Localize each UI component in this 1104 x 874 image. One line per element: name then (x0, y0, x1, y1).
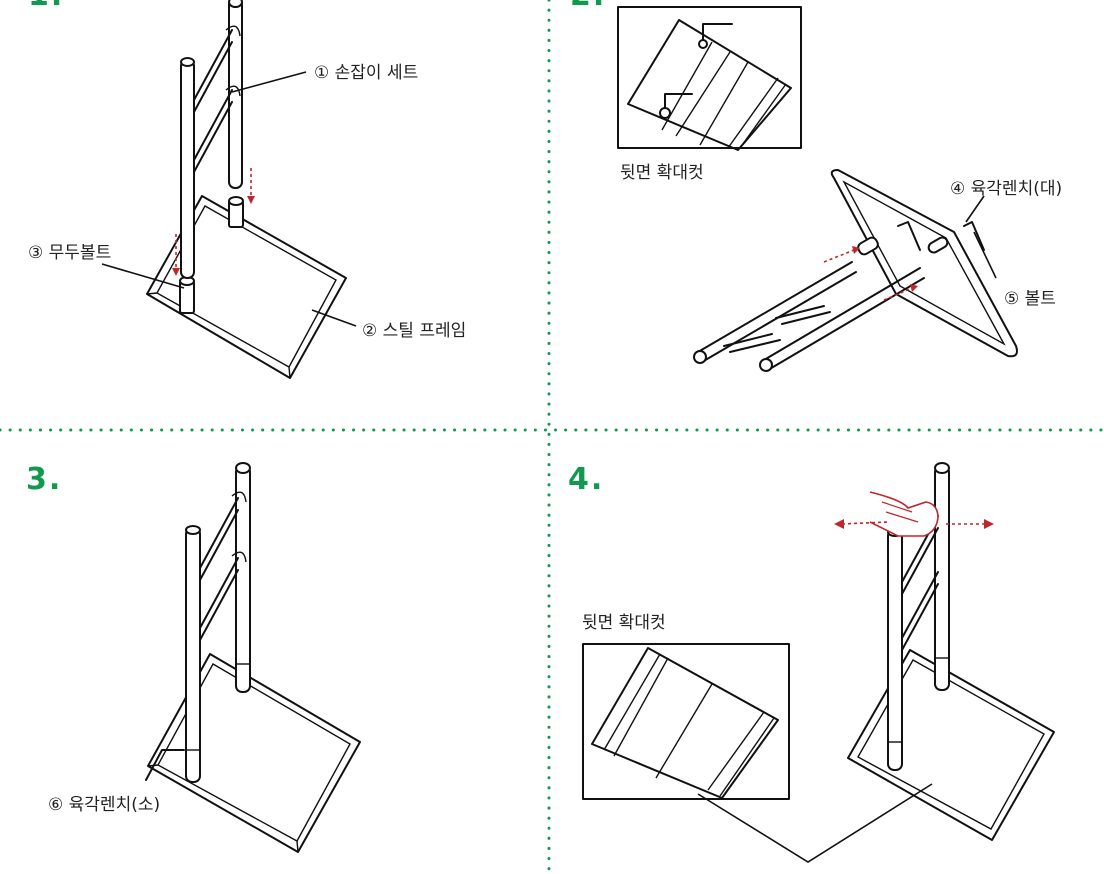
label-bolt: ⑤ 볼트 (1004, 289, 1056, 309)
step-3-panel: 3. ⑥ 육각렌치(소) (0, 432, 548, 874)
label-back-zoom: 뒷면 확대컷 (620, 163, 704, 183)
insert-arrows (172, 168, 255, 276)
step-number: 1. (28, 0, 64, 13)
step-1-panel: 1. (0, 0, 548, 428)
step-2-illustration (617, 6, 1018, 372)
step-4-panel: 4. (552, 432, 1104, 874)
label-back-zoom: 뒷면 확대컷 (582, 613, 666, 633)
leader-zoom-to-stand (697, 783, 933, 863)
step-number: 3. (26, 462, 63, 497)
handle-set-drawing (180, 0, 243, 279)
leader-handle-set (231, 71, 307, 93)
inverted-frame-drawing (693, 169, 1018, 372)
back-zoom-inset (582, 643, 790, 800)
hand-icon (869, 491, 939, 537)
step-number: 4. (568, 462, 605, 497)
steel-frame-drawing (146, 195, 347, 379)
pull-arrows (834, 519, 994, 529)
step-4-illustration (582, 462, 1055, 863)
leader-headless-bolt (101, 263, 185, 289)
insert-arrows (823, 246, 918, 301)
label-steel-frame: ② 스틸 프레임 (362, 321, 467, 341)
step-2-panel: 2. (552, 0, 1104, 428)
back-zoom-inset (617, 6, 802, 151)
step-number: 2. (570, 0, 606, 13)
leader-steel-frame (311, 309, 357, 327)
step-3-illustration (145, 462, 361, 853)
label-hex-wrench-small: ⑥ 육각렌치(소) (48, 795, 161, 815)
assembled-stand-drawing (145, 462, 361, 853)
frame-stub-posts (179, 196, 244, 314)
step-1-illustration (101, 0, 357, 379)
label-hex-wrench-large: ④ 육각렌치(대) (950, 179, 1063, 199)
assembled-stand-drawing (847, 462, 1055, 841)
label-headless-bolt: ③ 무두볼트 (28, 243, 112, 263)
label-handle-set: ① 손잡이 세트 (314, 63, 419, 83)
